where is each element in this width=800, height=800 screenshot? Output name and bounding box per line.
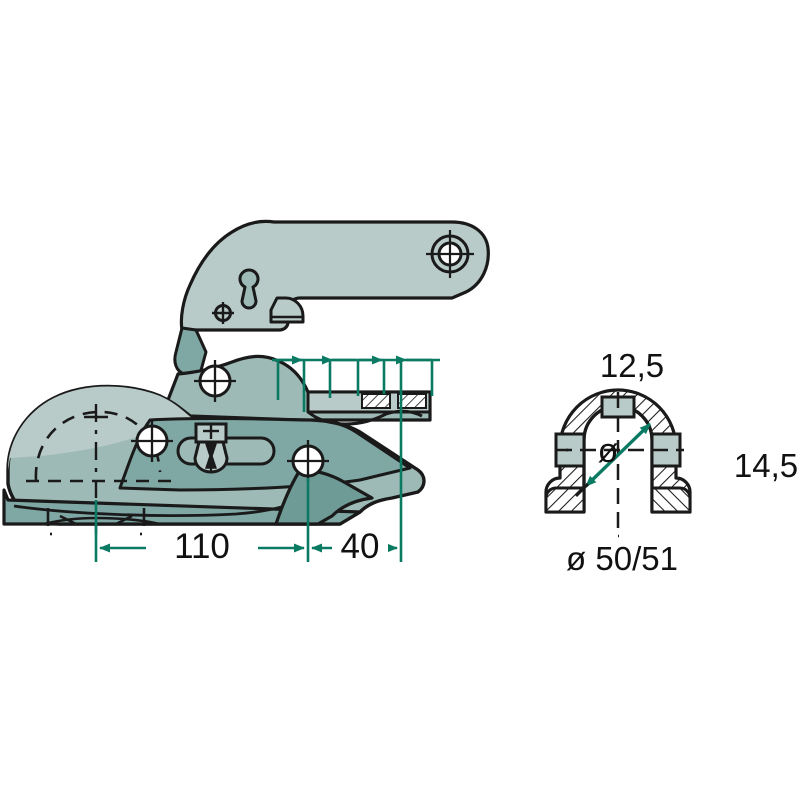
dimension-14-5-label: 14,5: [734, 447, 798, 484]
arm-notch-tab: [269, 296, 305, 324]
body-dome-highlight: [8, 386, 192, 470]
dimension-40-label: 40: [341, 527, 380, 566]
flange-plate: [306, 390, 432, 414]
ball-socket-hidden: [26, 410, 178, 483]
base-plate-edge: [13, 500, 297, 517]
handle-arm: [179, 219, 490, 333]
foot-right: [650, 486, 692, 514]
base-center-marks: [46, 508, 146, 536]
diameter-symbol-inline: ø: [598, 432, 619, 470]
mounting-hole-upper: [194, 360, 236, 402]
dimension-12-5-label: 12,5: [600, 347, 664, 384]
handle-arm-body: [179, 219, 490, 333]
keyhole-slot: [238, 268, 260, 310]
diameter-arrow: [574, 422, 652, 498]
dimension-110-label: 110: [174, 527, 230, 566]
screw-marker: [212, 302, 234, 324]
top-dimension-chain: [272, 355, 440, 430]
dimension-diameter-label: ø 50/51: [566, 540, 678, 577]
coupling-cross-section: ø 12,5 14,5 ø 50/51: [544, 347, 798, 577]
center-lines-dots: [566, 448, 619, 538]
base-plate: [2, 488, 362, 526]
dimension-40: 40: [311, 430, 403, 568]
dimension-110: 110: [94, 478, 310, 568]
handle-arm-tail: [173, 326, 208, 376]
jaw-hook: [274, 468, 374, 526]
break-line: [307, 409, 423, 426]
lock-lever: [176, 422, 276, 474]
pivot-hole: [426, 230, 474, 278]
section-hatch-right: [397, 393, 427, 409]
mounting-hole-left: [131, 420, 173, 462]
section-hatch-left: [361, 393, 391, 409]
mounting-hole-right: [287, 440, 329, 482]
coupling-head-side-view: 110 40: [2, 219, 490, 568]
